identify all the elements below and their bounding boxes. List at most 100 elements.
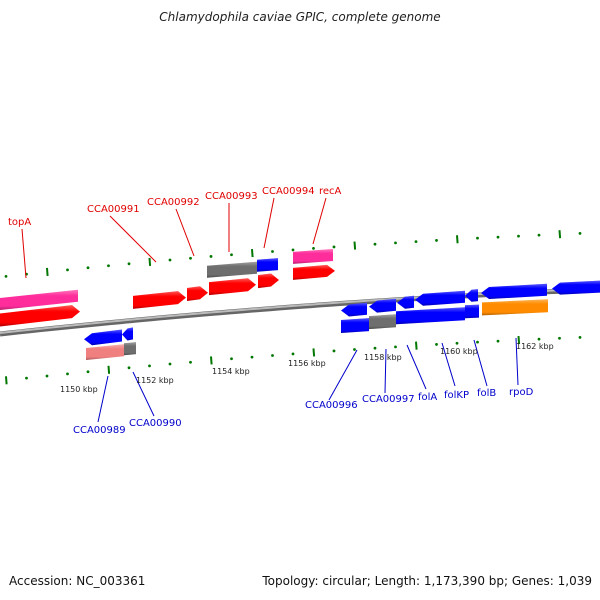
cds-CCA00992-shade [187,286,208,301]
inner-ruler-minor-tick [189,360,192,364]
outer-ruler-major-tick [46,267,49,277]
label-leaders [21,197,519,423]
leader-CCA00991 [109,215,157,263]
gene-CCA00989-shade [86,344,124,360]
leader-recA [312,197,327,245]
gene-label-CCA00996[interactable]: CCA00996 [305,400,358,411]
inner-ruler-major-tick [517,336,521,345]
cds-CCA00994 [258,273,279,289]
outer-ruler-minor-tick [189,256,192,260]
gene-CCA00993-shade [207,261,257,278]
cds-CCA00989 [84,329,122,346]
gene-folA-shade [396,307,465,325]
gene-CCA00997-shade [369,314,396,330]
inner-ruler-minor-tick [455,341,459,345]
genome-summary-text: Topology: circular; Length: 1,173,390 bp… [262,574,592,588]
cds-CCA00997-shade [397,295,414,309]
gene-CCA00990 [124,342,136,356]
outer-ruler-minor-tick [127,262,131,266]
outer-ruler-minor-tick [291,248,295,252]
inner-ruler-minor-tick [45,374,49,378]
leader-CCA00996 [328,349,358,401]
inner-ruler-minor-tick [435,343,438,346]
outer-ruler-minor-tick [66,268,69,272]
inner-ruler-minor-tick [537,337,541,341]
outer-ruler-minor-tick [578,231,582,235]
cds-CCA00992 [187,286,208,301]
tick-label-1156: 1156 kbp [288,359,326,368]
map-title: Chlamydophila caviae GPIC, complete geno… [159,10,441,24]
outer-ruler-major-tick [148,257,152,266]
outer-ruler-major-tick [353,241,357,250]
gene-CCA00994-shade [257,258,278,272]
cds-CCA00997 [397,295,414,309]
gene-label-CCA00990[interactable]: CCA00990 [129,418,182,429]
gene-CCA00996 [341,318,369,333]
gene-label-recA[interactable]: recA [319,186,342,197]
cds-folB-shade [481,283,547,299]
leader-CCA00994 [263,197,275,249]
cds-CCA00990 [122,327,133,341]
tick-label-1150: 1150 kbp [60,385,98,394]
gene-rpoD-shade [482,299,548,316]
leader-CCA00990 [132,371,155,417]
features [0,249,600,360]
gene-label-CCA00992[interactable]: CCA00992 [147,197,200,208]
inner-ruler-major-tick [107,365,111,374]
gene-folKP-shade [465,304,479,319]
leader-folKP [441,342,456,387]
leader-rpoD [515,337,519,386]
cds-rpoD-shade [552,280,600,295]
outer-ruler-minor-tick [107,264,110,268]
cds-topA [0,305,80,327]
gene-label-folB[interactable]: folB [477,388,496,399]
inner-ruler-minor-tick [373,346,377,350]
cds-CCA00993 [209,278,256,296]
inner-ruler-minor-tick [25,376,28,380]
inner-ruler-minor-tick [496,339,500,343]
gene-CCA00996-shade [341,318,369,333]
cds-recA [293,264,335,280]
gene-label-CCA00993[interactable]: CCA00993 [205,191,258,202]
cds-CCA00994-shade [258,273,279,289]
leader-CCA00992 [175,208,195,257]
outer-ruler-minor-tick [86,266,90,270]
gene-CCA00997 [369,314,396,330]
ruler-ticks [4,230,582,385]
gene-topA [0,289,78,310]
outer-ruler-minor-tick [230,253,233,257]
inner-ruler-minor-tick [394,345,397,349]
cds-topA-shade [0,305,80,327]
gene-label-CCA00989[interactable]: CCA00989 [73,425,126,436]
gene-label-CCA00994[interactable]: CCA00994 [262,186,315,197]
cds-CCA00993-shade [209,278,256,296]
inner-ruler-minor-tick [250,355,254,359]
cds-rpoD [552,280,600,295]
gene-label-topA[interactable]: topA [8,217,31,228]
inner-ruler-major-tick [312,348,316,357]
tick-label-1152: 1152 kbp [136,376,174,385]
inner-ruler-minor-tick [476,340,479,344]
outer-ruler-minor-tick [537,233,541,237]
inner-ruler-minor-tick [66,372,69,376]
outer-ruler-minor-tick [168,258,172,262]
gene-rpoD [482,299,548,316]
inner-ruler-minor-tick [230,357,233,361]
leader-CCA00989 [97,375,109,423]
cds-recA-shade [293,264,335,280]
outer-ruler-minor-tick [394,241,397,245]
gene-label-folA[interactable]: folA [418,392,437,403]
gene-label-rpoD[interactable]: rpoD [509,387,534,398]
inner-ruler-minor-tick [353,348,356,351]
gene-label-CCA00997[interactable]: CCA00997 [362,394,415,405]
outer-ruler-minor-tick [4,274,8,278]
inner-ruler-minor-tick [168,362,172,366]
outer-ruler-minor-tick [271,250,274,253]
inner-ruler-major-tick [5,376,8,385]
cds-folKP-shade [465,289,478,302]
gene-CCA00990-shade [124,342,136,356]
cds-CCA00995-shade [341,302,367,317]
gene-label-CCA00991[interactable]: CCA00991 [87,204,140,215]
gene-label-folKP[interactable]: folKP [444,390,469,401]
cds-CCA00991 [133,291,186,309]
